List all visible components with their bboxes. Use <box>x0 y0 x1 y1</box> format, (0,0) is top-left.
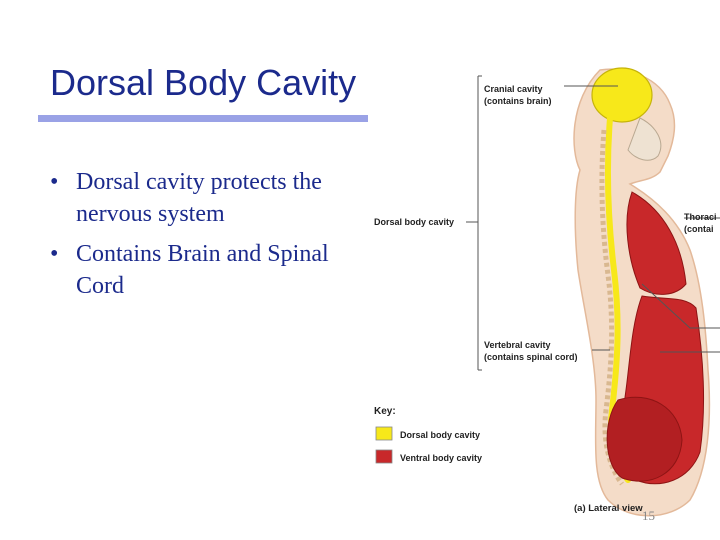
bullet-list: • Dorsal cavity protects the nervous sys… <box>50 166 350 310</box>
key-swatch-dorsal <box>375 426 393 441</box>
key-label-ventral: Ventral body cavity <box>400 453 482 463</box>
thoracic-cavity-label: Thoraci <box>684 212 717 222</box>
key-title: Key: <box>374 406 396 417</box>
cranial-cavity-sublabel: (contains brain) <box>484 96 552 106</box>
vertebral-cavity-label: Vertebral cavity <box>484 340 551 350</box>
skull-face <box>627 117 662 161</box>
cranial-cavity-label: Cranial cavity <box>484 84 543 94</box>
bullet-text: Contains Brain and Spinal Cord <box>76 241 329 299</box>
key-swatch-ventral <box>375 449 393 464</box>
bullet-dot-icon: • <box>50 169 59 195</box>
figure-caption: (a) Lateral view <box>574 503 643 514</box>
vertebral-cavity-sublabel: (contains spinal cord) <box>484 352 578 362</box>
vertebrae-outline <box>599 129 625 486</box>
cranial-cavity-shape <box>591 67 653 123</box>
bullet-item: • Dorsal cavity protects the nervous sys… <box>50 166 350 230</box>
thoracic-cavity-sublabel: (contai <box>684 224 714 234</box>
pelvic-cavity-shape <box>606 396 683 482</box>
title-underline <box>38 115 368 122</box>
label-leader-lines <box>466 75 720 371</box>
key-label-dorsal: Dorsal body cavity <box>400 430 480 440</box>
bullet-item: • Contains Brain and Spinal Cord <box>50 238 350 302</box>
slide-title: Dorsal Body Cavity <box>50 62 357 103</box>
page-number: 15 <box>642 508 655 523</box>
bullet-text: Dorsal cavity protects the nervous syste… <box>76 169 322 227</box>
thoracic-cavity-shape <box>626 191 687 295</box>
body-cavity-illustration: Cranial cavity (contains brain) Dorsal b… <box>374 67 720 517</box>
dorsal-body-cavity-label: Dorsal body cavity <box>374 217 454 227</box>
bullet-dot-icon: • <box>50 241 59 267</box>
